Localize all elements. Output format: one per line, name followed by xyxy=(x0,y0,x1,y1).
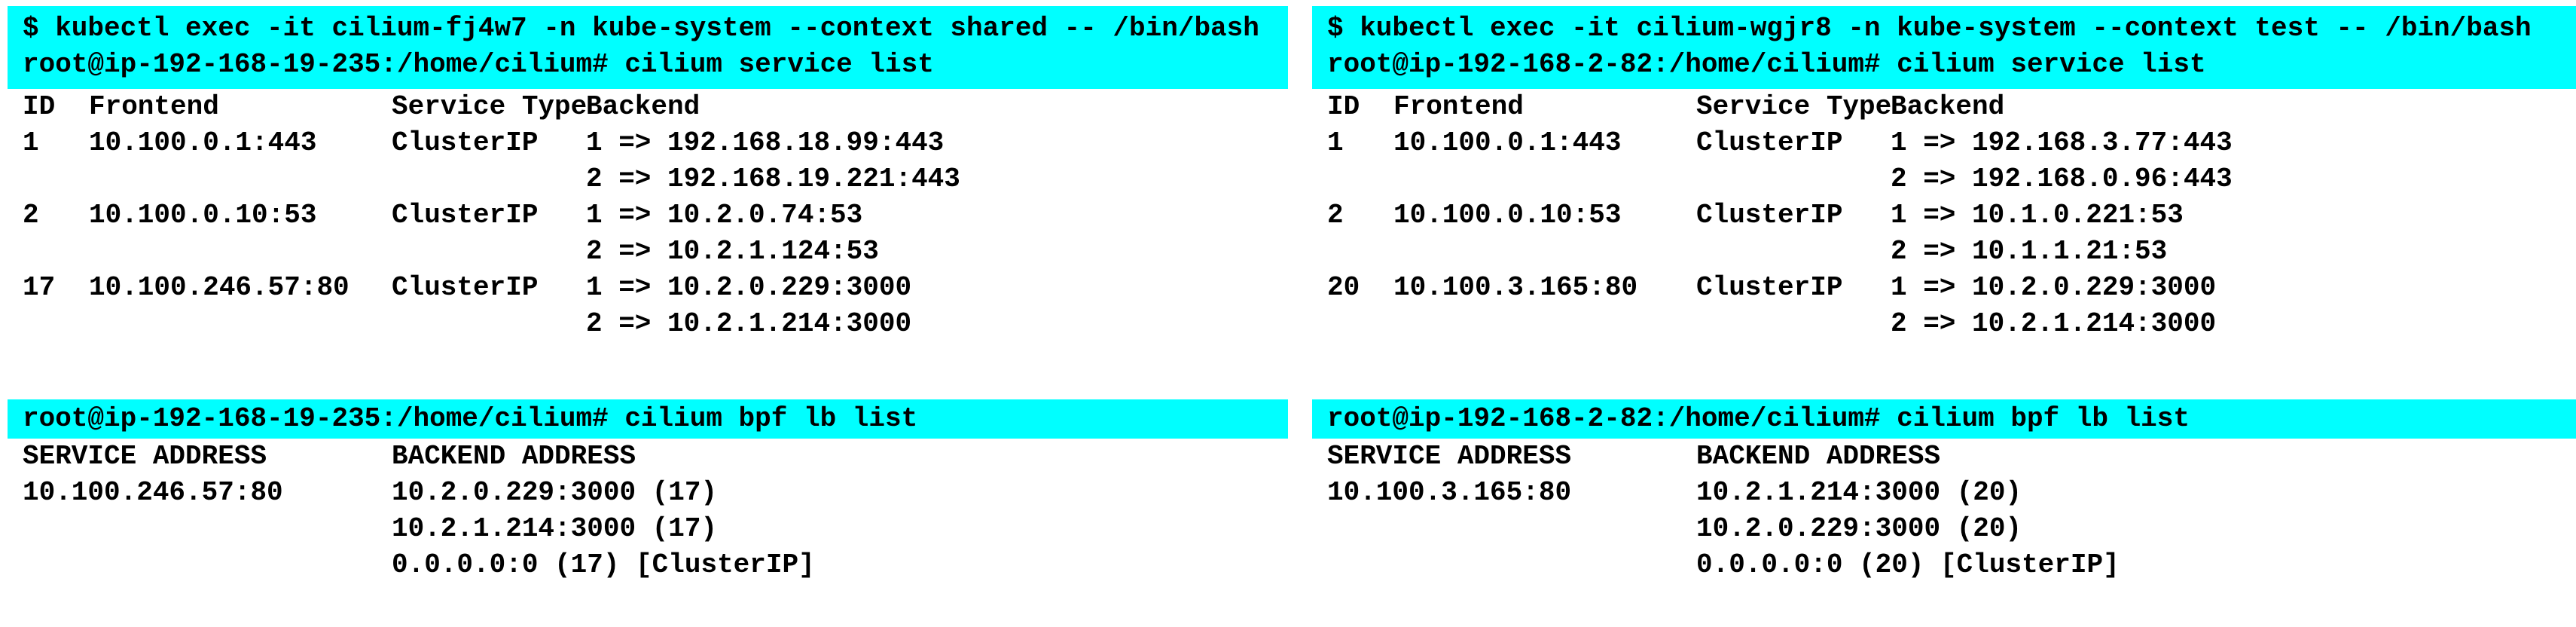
bpf-lb-prompt: root@ip-192-168-2-82:/home/cilium# ciliu… xyxy=(1327,403,2190,434)
bpf-lb-section: root@ip-192-168-19-235:/home/cilium# cil… xyxy=(8,399,1288,583)
backend-entry: 1 => 10.2.0.229:3000 xyxy=(586,272,912,303)
bpf-backend-entry: 0.0.0.0:0 (20) [ClusterIP] xyxy=(1696,549,2120,580)
service-list-header-row: ID Frontend Service Type Backend xyxy=(23,89,1288,125)
service-row: 1 10.100.0.1:443 ClusterIP 1 => 192.168.… xyxy=(23,125,1288,197)
column-header-service-type: Service Type xyxy=(392,91,588,122)
service-type: ClusterIP xyxy=(1696,272,1843,303)
service-type: ClusterIP xyxy=(1696,127,1843,158)
column-header-id: ID xyxy=(1327,91,1360,122)
backend-entry: 2 => 10.1.1.21:53 xyxy=(1891,236,2168,267)
bpf-backend-addresses: 10.2.1.214:3000 (20) 10.2.0.229:3000 (20… xyxy=(1696,475,2576,583)
column-header-service-address: SERVICE ADDRESS xyxy=(1327,441,1572,472)
backend-entry: 2 => 10.2.1.214:3000 xyxy=(586,308,912,339)
backend-entry: 1 => 10.1.0.221:53 xyxy=(1891,200,2184,231)
service-backends: 1 => 10.2.0.74:53 2 => 10.2.1.124:53 xyxy=(586,197,1288,270)
backend-entry: 1 => 192.168.3.77:443 xyxy=(1891,127,2233,158)
service-backends: 1 => 192.168.18.99:443 2 => 192.168.19.2… xyxy=(586,125,1288,197)
service-list-header-row: ID Frontend Service Type Backend xyxy=(1327,89,2576,125)
service-backends: 1 => 10.2.0.229:3000 2 => 10.2.1.214:300… xyxy=(1891,270,2576,342)
bpf-lb-row: 10.100.246.57:80 10.2.0.229:3000 (17) 10… xyxy=(23,475,1288,583)
column-header-frontend: Frontend xyxy=(1393,91,1524,122)
service-frontend: 10.100.3.165:80 xyxy=(1393,272,1638,303)
bpf-backend-entry: 10.2.0.229:3000 (20) xyxy=(1696,513,2022,544)
service-id: 2 xyxy=(23,200,39,231)
service-id: 2 xyxy=(1327,200,1344,231)
service-list-output: ID Frontend Service Type Backend 1 10.10… xyxy=(1312,89,2576,342)
kubectl-exec-command: $ kubectl exec -it cilium-wgjr8 -n kube-… xyxy=(1327,13,2532,44)
service-row: 2 10.100.0.10:53 ClusterIP 1 => 10.1.0.2… xyxy=(1327,197,2576,270)
terminal-panel-test: $ kubectl exec -it cilium-wgjr8 -n kube-… xyxy=(1312,6,2576,583)
service-id: 17 xyxy=(23,272,56,303)
bpf-lb-prompt-highlight: root@ip-192-168-2-82:/home/cilium# ciliu… xyxy=(1312,399,2576,439)
service-list-output: ID Frontend Service Type Backend 1 10.10… xyxy=(8,89,1288,342)
service-backends: 1 => 10.2.0.229:3000 2 => 10.2.1.214:300… xyxy=(586,270,1288,342)
service-frontend: 10.100.0.10:53 xyxy=(1393,200,1622,231)
backend-entry: 1 => 192.168.18.99:443 xyxy=(586,127,945,158)
bpf-service-address: 10.100.3.165:80 xyxy=(1327,477,1572,508)
service-frontend: 10.100.0.10:53 xyxy=(89,200,317,231)
kubectl-exec-command: $ kubectl exec -it cilium-fj4w7 -n kube-… xyxy=(23,13,1259,44)
terminal-panels: $ kubectl exec -it cilium-fj4w7 -n kube-… xyxy=(8,6,2576,583)
column-header-frontend: Frontend xyxy=(89,91,219,122)
service-id: 1 xyxy=(23,127,39,158)
column-header-service-address: SERVICE ADDRESS xyxy=(23,441,267,472)
bpf-lb-row: 10.100.3.165:80 10.2.1.214:3000 (20) 10.… xyxy=(1327,475,2576,583)
bpf-lb-section: root@ip-192-168-2-82:/home/cilium# ciliu… xyxy=(1312,399,2576,583)
backend-entry: 2 => 192.168.0.96:443 xyxy=(1891,164,2233,194)
backend-entry: 2 => 10.2.1.124:53 xyxy=(586,236,879,267)
backend-entry: 2 => 192.168.19.221:443 xyxy=(586,164,960,194)
service-row: 2 10.100.0.10:53 ClusterIP 1 => 10.2.0.7… xyxy=(23,197,1288,270)
bpf-backend-entry: 10.2.0.229:3000 (17) xyxy=(392,477,718,508)
bpf-lb-prompt: root@ip-192-168-19-235:/home/cilium# cil… xyxy=(23,403,918,434)
service-type: ClusterIP xyxy=(392,200,539,231)
service-list-prompt: root@ip-192-168-19-235:/home/cilium# cil… xyxy=(23,49,934,80)
backend-entry: 2 => 10.2.1.214:3000 xyxy=(1891,308,2217,339)
bpf-backend-addresses: 10.2.0.229:3000 (17) 10.2.1.214:3000 (17… xyxy=(392,475,1288,583)
command-highlight-block: $ kubectl exec -it cilium-wgjr8 -n kube-… xyxy=(1312,6,2576,89)
bpf-lb-prompt-highlight: root@ip-192-168-19-235:/home/cilium# cil… xyxy=(8,399,1288,439)
bpf-backend-entry: 10.2.1.214:3000 (17) xyxy=(392,513,718,544)
bpf-lb-output: SERVICE ADDRESS BACKEND ADDRESS 10.100.3… xyxy=(1312,439,2576,583)
command-highlight-block: $ kubectl exec -it cilium-fj4w7 -n kube-… xyxy=(8,6,1288,89)
column-header-backend-address: BACKEND ADDRESS xyxy=(392,441,636,472)
backend-entry: 1 => 10.2.0.74:53 xyxy=(586,200,863,231)
service-type: ClusterIP xyxy=(392,127,539,158)
bpf-service-address: 10.100.246.57:80 xyxy=(23,477,283,508)
service-id: 1 xyxy=(1327,127,1344,158)
column-header-backend: Backend xyxy=(1891,91,2005,122)
backend-entry: 1 => 10.2.0.229:3000 xyxy=(1891,272,2217,303)
service-frontend: 10.100.0.1:443 xyxy=(89,127,317,158)
service-id: 20 xyxy=(1327,272,1360,303)
bpf-backend-entry: 10.2.1.214:3000 (20) xyxy=(1696,477,2022,508)
column-header-backend-address: BACKEND ADDRESS xyxy=(1696,441,1941,472)
service-list-prompt: root@ip-192-168-2-82:/home/cilium# ciliu… xyxy=(1327,49,2206,80)
terminal-panel-shared: $ kubectl exec -it cilium-fj4w7 -n kube-… xyxy=(8,6,1288,583)
service-backends: 1 => 10.1.0.221:53 2 => 10.1.1.21:53 xyxy=(1891,197,2576,270)
column-header-service-type: Service Type xyxy=(1696,91,1892,122)
column-header-backend: Backend xyxy=(586,91,700,122)
service-frontend: 10.100.246.57:80 xyxy=(89,272,349,303)
service-type: ClusterIP xyxy=(392,272,539,303)
bpf-backend-entry: 0.0.0.0:0 (17) [ClusterIP] xyxy=(392,549,815,580)
bpf-lb-header-row: SERVICE ADDRESS BACKEND ADDRESS xyxy=(1327,439,2576,475)
column-header-id: ID xyxy=(23,91,56,122)
service-type: ClusterIP xyxy=(1696,200,1843,231)
service-row: 1 10.100.0.1:443 ClusterIP 1 => 192.168.… xyxy=(1327,125,2576,197)
service-row: 17 10.100.246.57:80 ClusterIP 1 => 10.2.… xyxy=(23,270,1288,342)
service-row: 20 10.100.3.165:80 ClusterIP 1 => 10.2.0… xyxy=(1327,270,2576,342)
bpf-lb-output: SERVICE ADDRESS BACKEND ADDRESS 10.100.2… xyxy=(8,439,1288,583)
bpf-lb-header-row: SERVICE ADDRESS BACKEND ADDRESS xyxy=(23,439,1288,475)
service-backends: 1 => 192.168.3.77:443 2 => 192.168.0.96:… xyxy=(1891,125,2576,197)
service-frontend: 10.100.0.1:443 xyxy=(1393,127,1622,158)
